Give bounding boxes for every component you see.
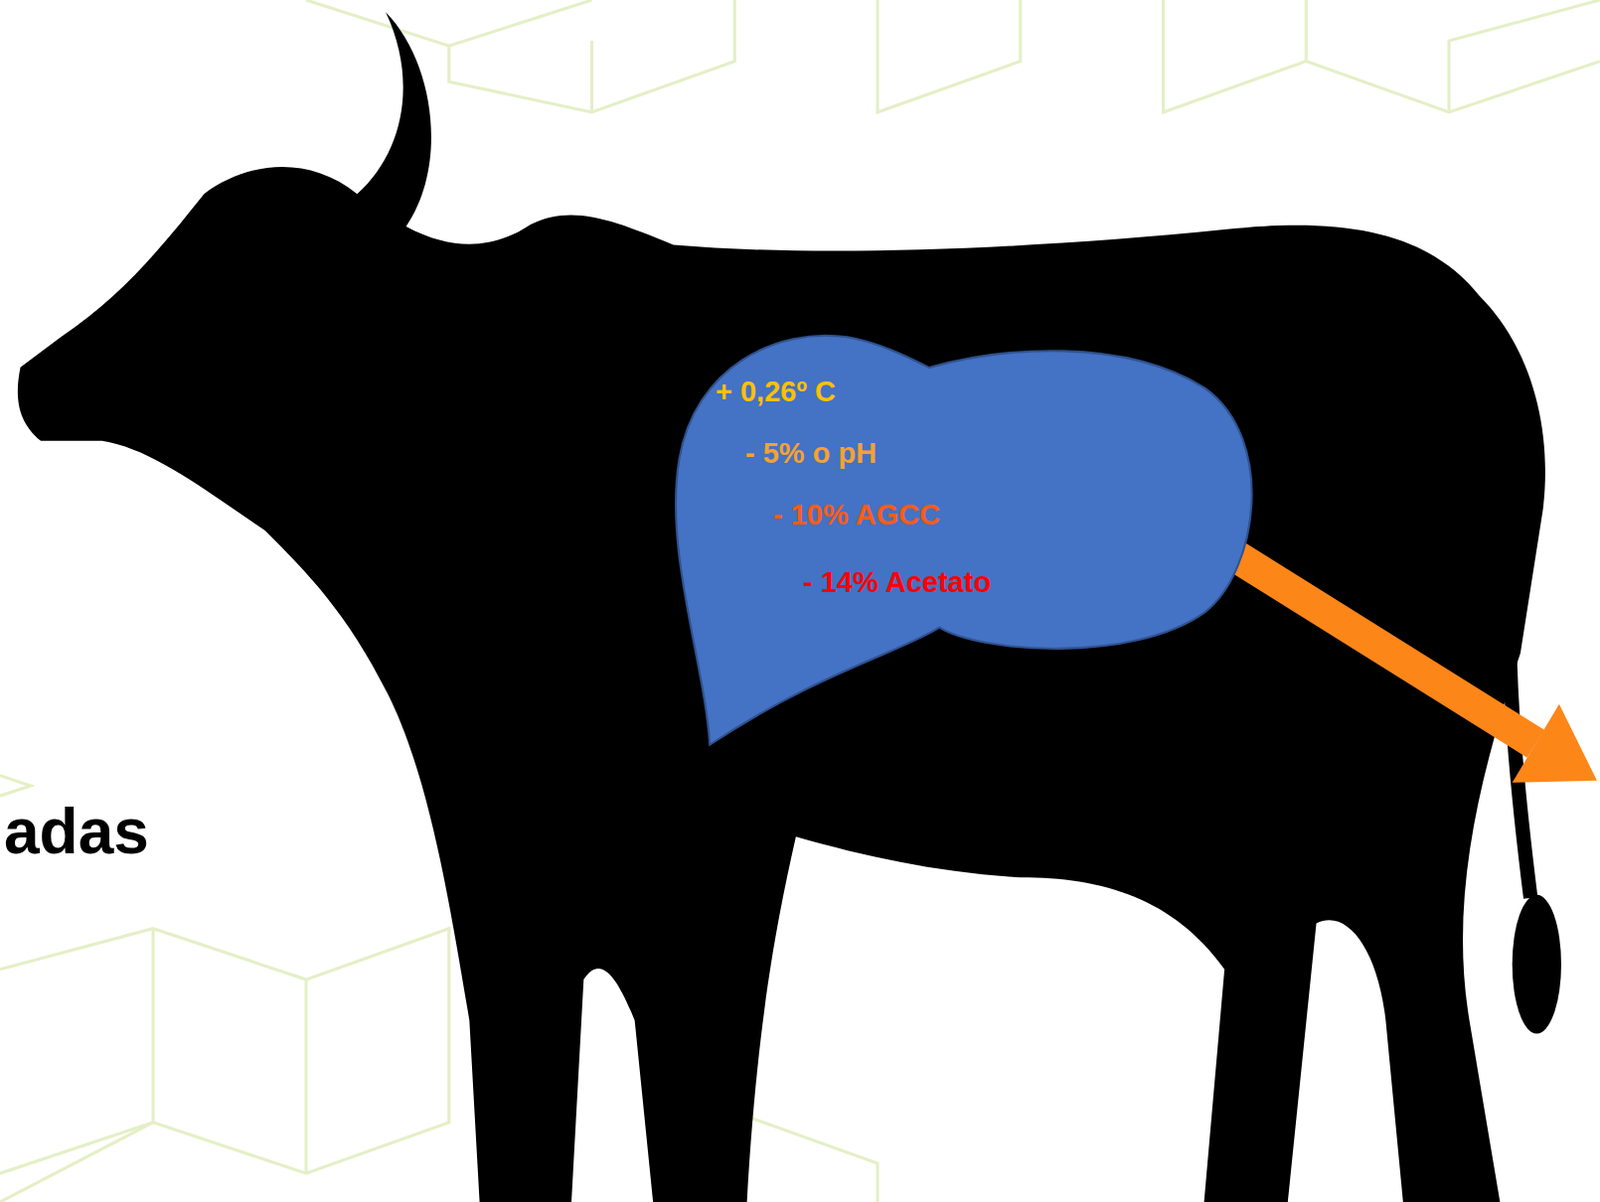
- rumen-value: + 0,26º C: [715, 374, 836, 410]
- rumen-value: - 5% o pH: [745, 436, 877, 472]
- slide-text-fragment: adas: [3, 795, 150, 869]
- rumen-value: - 10% AGCC: [773, 497, 941, 533]
- rumen-path: [675, 335, 1253, 746]
- cow-tail-tuft: [1512, 895, 1562, 1035]
- cow-silhouette: [17, 11, 1546, 1202]
- rumen-value: - 14% Acetato: [802, 565, 991, 601]
- orange-arrow-head: [1512, 704, 1598, 784]
- rumen-shape: + 0,26º C - 5% o pH - 10% AGCC - 14% Acetat…: [663, 326, 1267, 756]
- orange-arrow-shaft: [1219, 546, 1536, 745]
